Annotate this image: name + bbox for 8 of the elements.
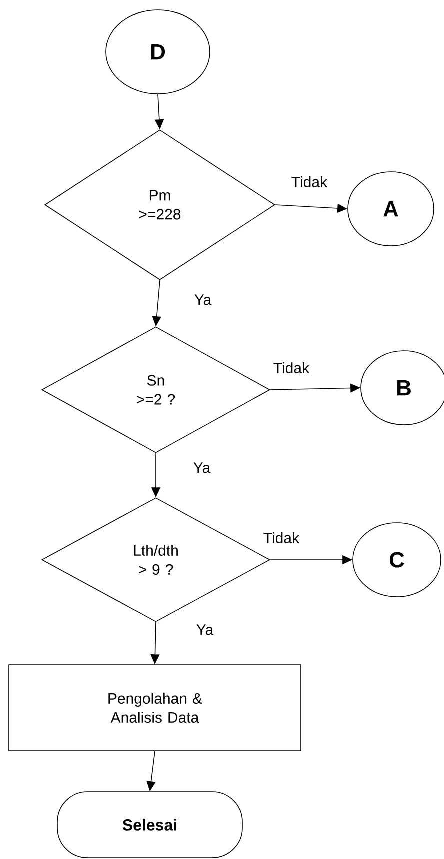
edge-label: Tidak: [292, 176, 328, 188]
edge-label: Ya: [194, 462, 211, 474]
process-box: Pengolahan & Analisis Data: [8, 664, 302, 752]
edge-label: Tidak: [274, 362, 310, 374]
terminator: Selesai: [57, 792, 243, 858]
edge-label: Ya: [196, 624, 214, 636]
edge-label: Tidak: [264, 532, 300, 544]
edge-label: Ya: [194, 294, 212, 306]
